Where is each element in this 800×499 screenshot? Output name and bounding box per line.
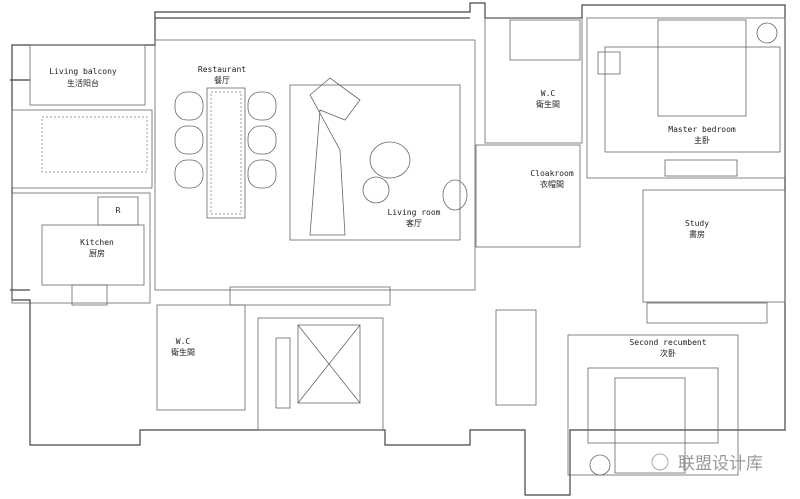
label-restaurant-zh: 餐厅	[214, 76, 230, 85]
label-master-bedroom-en: Master bedroom	[668, 125, 736, 134]
label-cloakroom-en: Cloakroom	[530, 169, 574, 178]
wechat-icon	[651, 453, 669, 471]
label-master-bedroom-zh: 主卧	[694, 135, 710, 145]
label-kitchen-en: Kitchen	[80, 238, 114, 247]
label-wc-guest-zh: 衛生間	[171, 347, 195, 357]
label-living-balcony-en: Living balcony	[49, 67, 117, 76]
walls	[10, 2, 786, 496]
label-study-en: Study	[685, 219, 709, 228]
fridge-mark: R	[116, 206, 121, 215]
label-wc-master-zh: 衛生間	[536, 99, 560, 109]
label-second-bedroom-en: Second recumbent	[629, 338, 706, 347]
label-restaurant-en: Restaurant	[198, 65, 246, 74]
label-wc-guest-en: W.C	[176, 337, 191, 346]
label-kitchen-zh: 厨房	[89, 248, 105, 258]
label-wc-master-en: W.C	[541, 89, 556, 98]
watermark-text: 联盟设计库	[678, 454, 763, 474]
watermark: 联盟设计库	[651, 453, 763, 474]
label-cloakroom-zh: 衣帽間	[540, 179, 564, 189]
label-study-zh: 書房	[689, 229, 705, 239]
label-living-room-zh: 客厅	[406, 218, 422, 228]
dining-chairs	[174, 91, 277, 189]
label-living-room-en: Living room	[388, 208, 441, 217]
label-second-bedroom-zh: 次卧	[660, 348, 676, 358]
room-labels: Living balcony 生活阳台 Restaurant 餐厅 Kitche…	[49, 65, 736, 358]
label-living-balcony-zh: 生活阳台	[67, 78, 99, 88]
